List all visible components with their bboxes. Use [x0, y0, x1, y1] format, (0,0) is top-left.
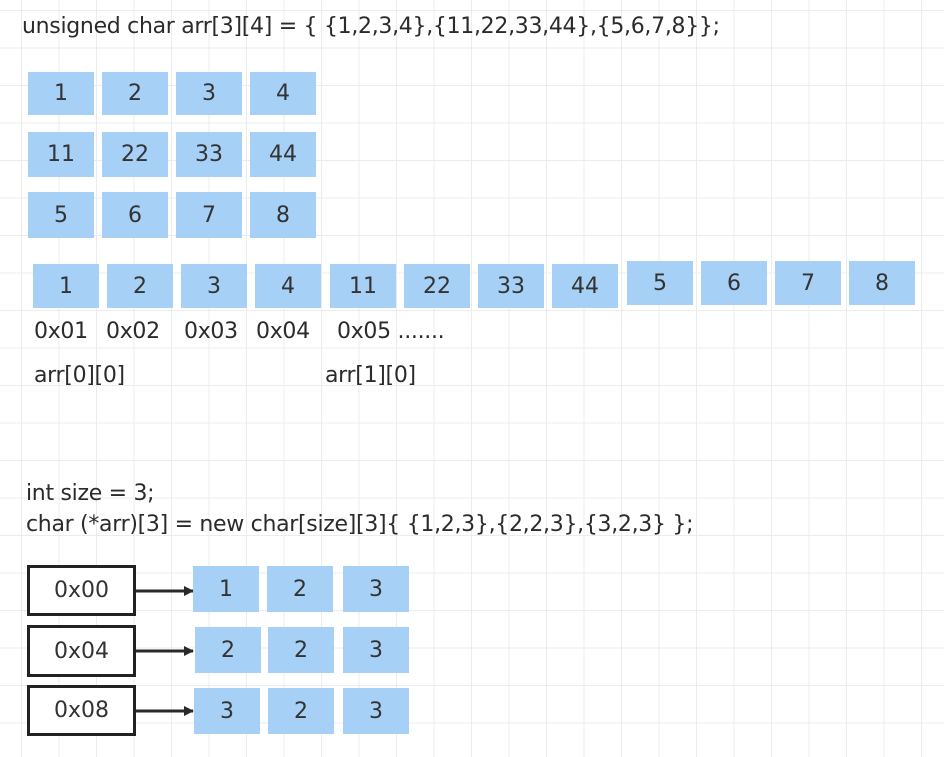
flat-cell: 22	[404, 264, 470, 308]
row-cell: 2	[268, 688, 334, 734]
flat-cell: 11	[330, 264, 396, 308]
grid-cell: 6	[102, 192, 168, 238]
flat-cell: 8	[849, 261, 915, 305]
grid-cell: 22	[102, 132, 168, 177]
grid-cell: 1	[28, 72, 94, 115]
flat-cell: 3	[181, 264, 247, 308]
address-label: 0x03	[184, 319, 238, 344]
flat-cell: 6	[701, 261, 767, 305]
grid-cell: 2	[102, 72, 168, 115]
address-label: 0x01	[34, 319, 88, 344]
grid-cell: 7	[176, 192, 242, 238]
pointer-box: 0x00	[27, 565, 136, 616]
flat-cell: 33	[478, 264, 544, 308]
row-cell: 1	[193, 566, 259, 612]
grid-cell: 5	[28, 192, 94, 238]
pointer-box: 0x08	[27, 685, 136, 736]
address-label: 0x04	[256, 319, 310, 344]
grid-cell: 44	[250, 132, 316, 177]
grid-cell: 4	[250, 72, 316, 115]
row-cell: 2	[195, 627, 261, 673]
row-cell: 3	[343, 688, 409, 734]
flat-cell: 44	[552, 264, 618, 308]
decl-size: int size = 3;	[26, 481, 155, 506]
grid-cell: 8	[250, 192, 316, 238]
row-cell: 2	[268, 627, 334, 673]
label-arr10: arr[1][0]	[325, 363, 416, 388]
flat-cell: 5	[627, 261, 693, 305]
decl-2d: unsigned char arr[3][4] = { {1,2,3,4},{1…	[22, 14, 720, 39]
label-arr00: arr[0][0]	[34, 363, 125, 388]
address-label: 0x05 .......	[337, 319, 445, 344]
grid-cell: 33	[176, 132, 242, 177]
row-cell: 3	[343, 566, 409, 612]
flat-cell: 2	[107, 264, 173, 308]
row-cell: 2	[267, 566, 333, 612]
row-cell: 3	[194, 688, 260, 734]
address-label: 0x02	[106, 319, 160, 344]
decl-pointer-array: char (*arr)[3] = new char[size][3]{ {1,2…	[26, 512, 694, 537]
row-cell: 3	[343, 627, 409, 673]
flat-cell: 1	[33, 264, 99, 308]
flat-cell: 4	[255, 264, 321, 308]
pointer-box: 0x04	[27, 625, 136, 677]
grid-cell: 3	[176, 72, 242, 115]
grid-cell: 11	[28, 132, 94, 177]
flat-cell: 7	[775, 261, 841, 305]
